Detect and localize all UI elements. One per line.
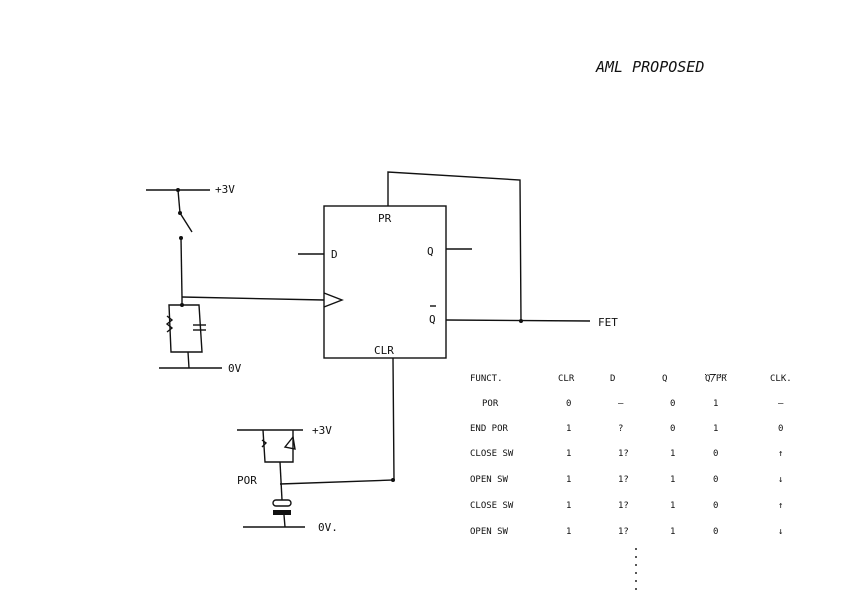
0v-bottom-label: 0V. xyxy=(318,521,338,534)
table-cell: 0 xyxy=(566,399,571,409)
resistor-icon-2 xyxy=(261,439,268,448)
resistor-icon xyxy=(165,315,174,333)
por-label: POR xyxy=(237,474,257,487)
plus3v-top-label: +3V xyxy=(215,183,235,196)
d-flipflop: PR CLR D Q Q xyxy=(323,205,447,359)
table-cell: 0 xyxy=(778,424,783,434)
table-cell: ↓ xyxy=(778,475,783,485)
table-cell: 1? xyxy=(618,449,629,459)
q-label: Q xyxy=(427,245,434,258)
table-header: Q xyxy=(662,374,667,384)
battery-icon xyxy=(272,499,292,507)
table-row-function: CLOSE SW xyxy=(470,501,514,511)
table-cell: 1 xyxy=(670,449,675,459)
table-row-function: POR xyxy=(482,399,499,409)
table-cell: — xyxy=(618,399,624,409)
pr-label: PR xyxy=(378,212,392,225)
table-cell: 1 xyxy=(566,475,571,485)
table-cell: 0 xyxy=(713,501,718,511)
d-label: D xyxy=(331,248,338,261)
table-cell: 1? xyxy=(618,527,629,537)
plus3v-bottom-label: +3V xyxy=(312,424,332,437)
table-cell: 0 xyxy=(670,399,675,409)
table-cell: 0 xyxy=(670,424,675,434)
table-cell: 0 xyxy=(713,475,718,485)
table-cell: 1 xyxy=(713,399,718,409)
switch-icon xyxy=(179,212,193,233)
page-title: AML PROPOSED xyxy=(595,58,704,76)
table-cell: 1 xyxy=(670,527,675,537)
table-cell: 1 xyxy=(670,475,675,485)
table-cell: ↑ xyxy=(778,501,783,511)
table-row-function: OPEN SW xyxy=(470,527,509,537)
table-cell: 1 xyxy=(670,501,675,511)
table-cell: 1 xyxy=(566,449,571,459)
table-cell: 1 xyxy=(713,424,718,434)
table-cell: 1 xyxy=(566,527,571,537)
table-cell: 1 xyxy=(566,501,571,511)
table-cell: 1? xyxy=(618,501,629,511)
table-row-function: END POR xyxy=(470,424,509,434)
diode-icon xyxy=(283,435,296,450)
0v-top-label: 0V xyxy=(228,362,242,375)
fet-label: FET xyxy=(598,316,618,329)
table-row-function: CLOSE SW xyxy=(470,449,514,459)
wires xyxy=(146,171,637,592)
table-header: CLR xyxy=(558,374,575,384)
table-cell: ↑ xyxy=(778,449,783,459)
table-header: Q/PR xyxy=(705,374,727,384)
qbar-label: Q xyxy=(429,313,436,326)
clr-label: CLR xyxy=(374,344,394,357)
table-header: D xyxy=(610,374,615,384)
table-cell: 1 xyxy=(566,424,571,434)
table-cell: 1? xyxy=(618,475,629,485)
table-row-function: OPEN SW xyxy=(470,475,509,485)
table-header: CLK. xyxy=(770,374,792,384)
table-cell: 0 xyxy=(713,527,718,537)
clock-input-symbol xyxy=(323,292,344,308)
table-cell: — xyxy=(778,399,784,409)
table-cell: ? xyxy=(618,424,623,434)
table-cell: 0 xyxy=(713,449,718,459)
table-header: FUNCT. xyxy=(470,374,503,384)
table-cell: ↓ xyxy=(778,527,783,537)
